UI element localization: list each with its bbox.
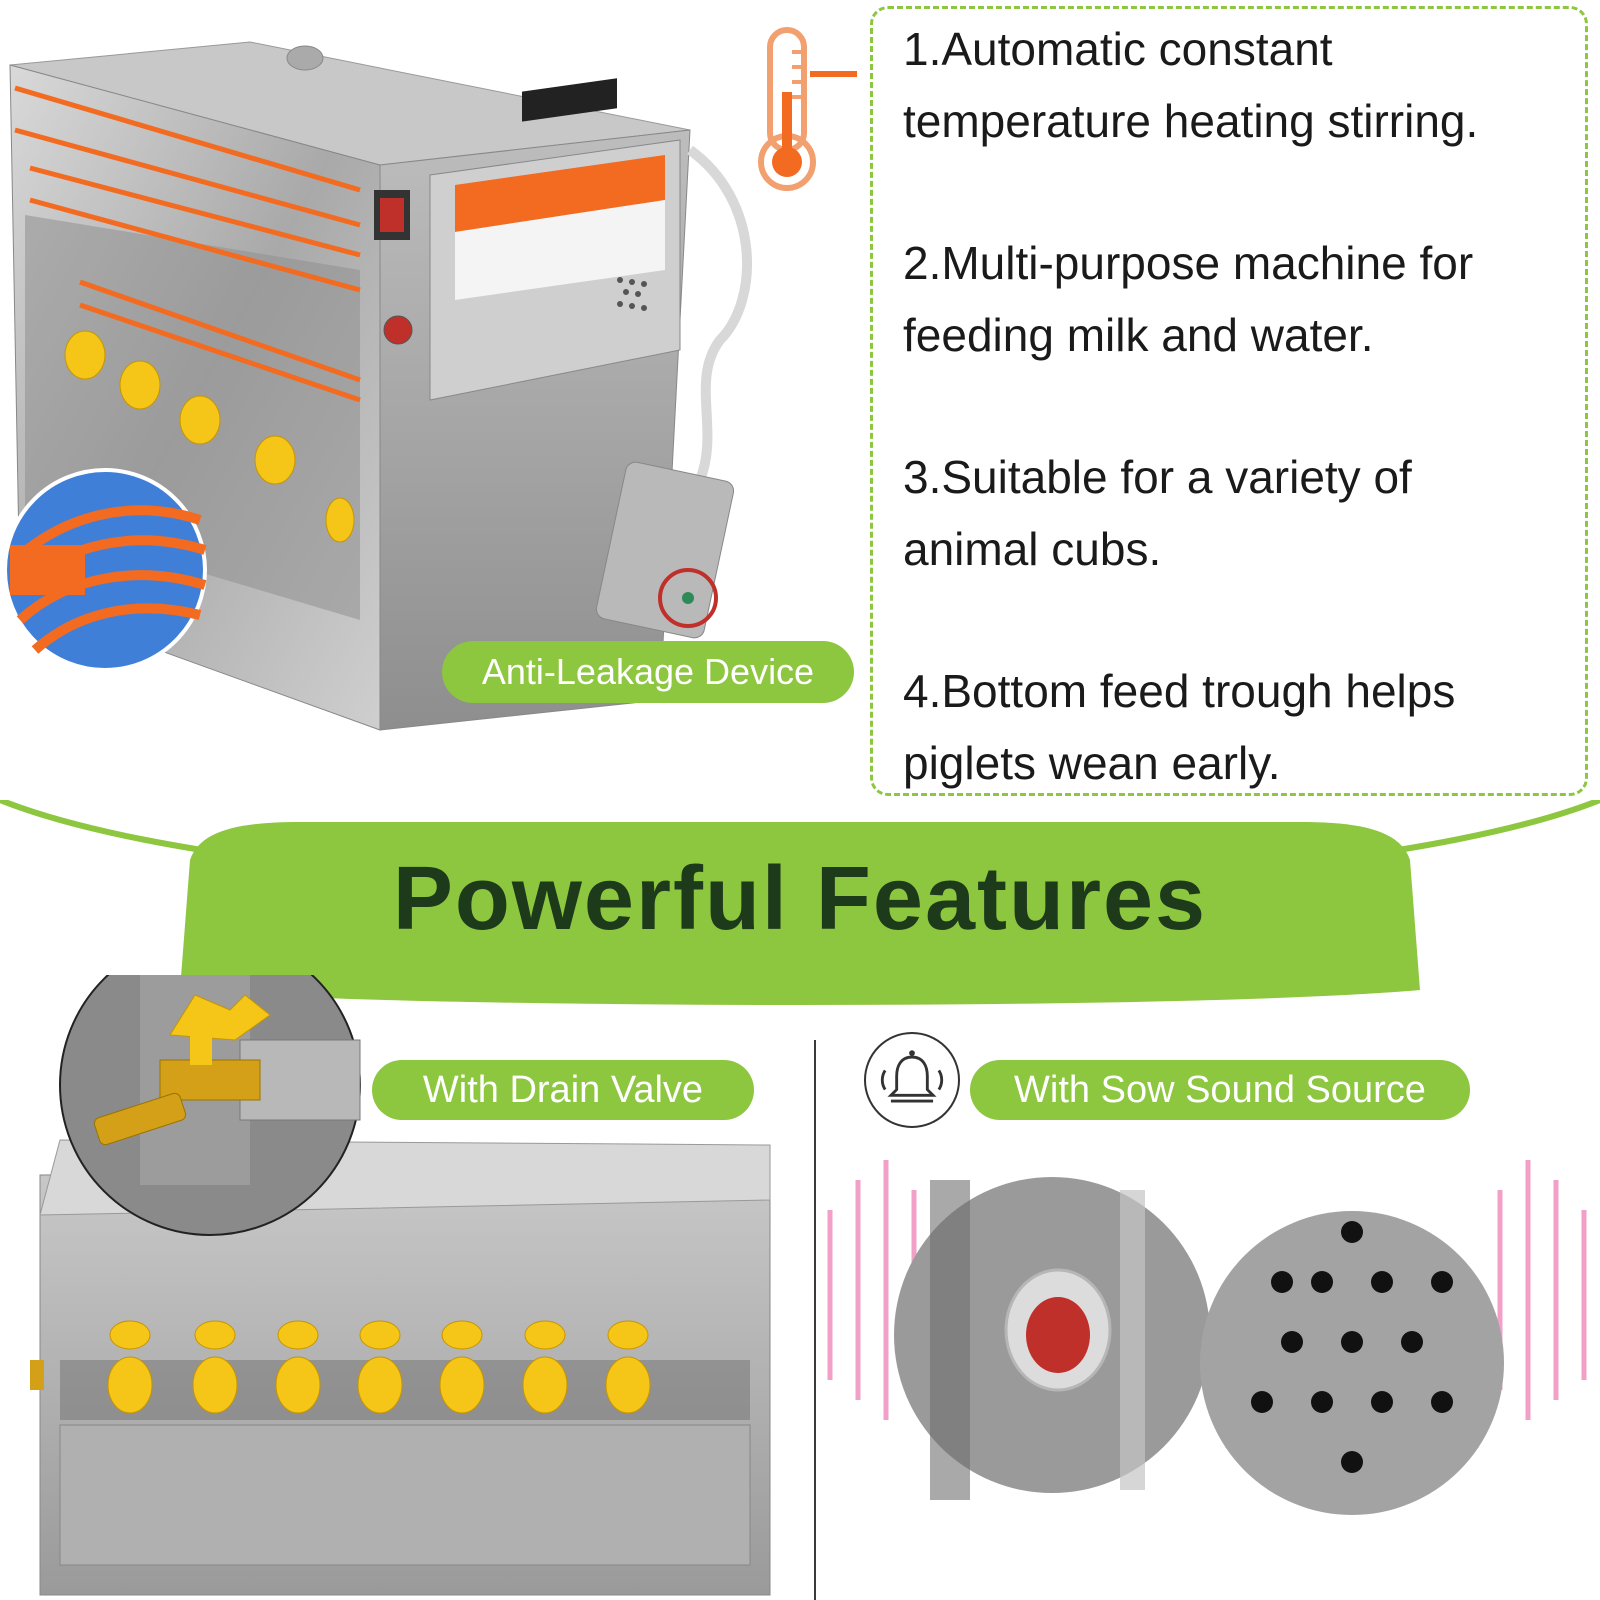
bell-icon [864,1032,960,1128]
feature-item: 3.Suitable for a variety of animal cubs. [903,441,1583,585]
feature-item: 1.Automatic constant temperature heating… [903,13,1583,157]
thermometer-icon [758,27,857,191]
feature-line: 1.Automatic constant [903,23,1333,75]
sow-sound-label: With Sow Sound Source [970,1060,1470,1120]
feature-item: 4.Bottom feed trough helps piglets wean … [903,655,1583,799]
feature-list: 1.Automatic constant temperature heating… [870,6,1588,796]
feature-line: piglets wean early. [903,737,1281,789]
banner-background [0,800,1600,1005]
drain-valve-label: With Drain Valve [372,1060,754,1120]
feeding-tray-image [30,975,771,1596]
feature-line: 2.Multi-purpose machine for [903,237,1474,289]
feature-line: 4.Bottom feed trough helps [903,665,1456,717]
feature-line: temperature heating stirring. [903,95,1479,147]
section-divider [814,1040,816,1600]
feature-line: 3.Suitable for a variety of [903,451,1412,503]
feature-line: animal cubs. [903,523,1162,575]
anti-leakage-label: Anti-Leakage Device [442,641,854,703]
feature-line: feeding milk and water. [903,309,1374,361]
feature-item: 2.Multi-purpose machine for feeding milk… [903,227,1583,371]
sound-source-image [827,1160,1587,1515]
banner-title: Powerful Features [392,849,1208,949]
milk-feeder-machine-image [3,41,753,731]
